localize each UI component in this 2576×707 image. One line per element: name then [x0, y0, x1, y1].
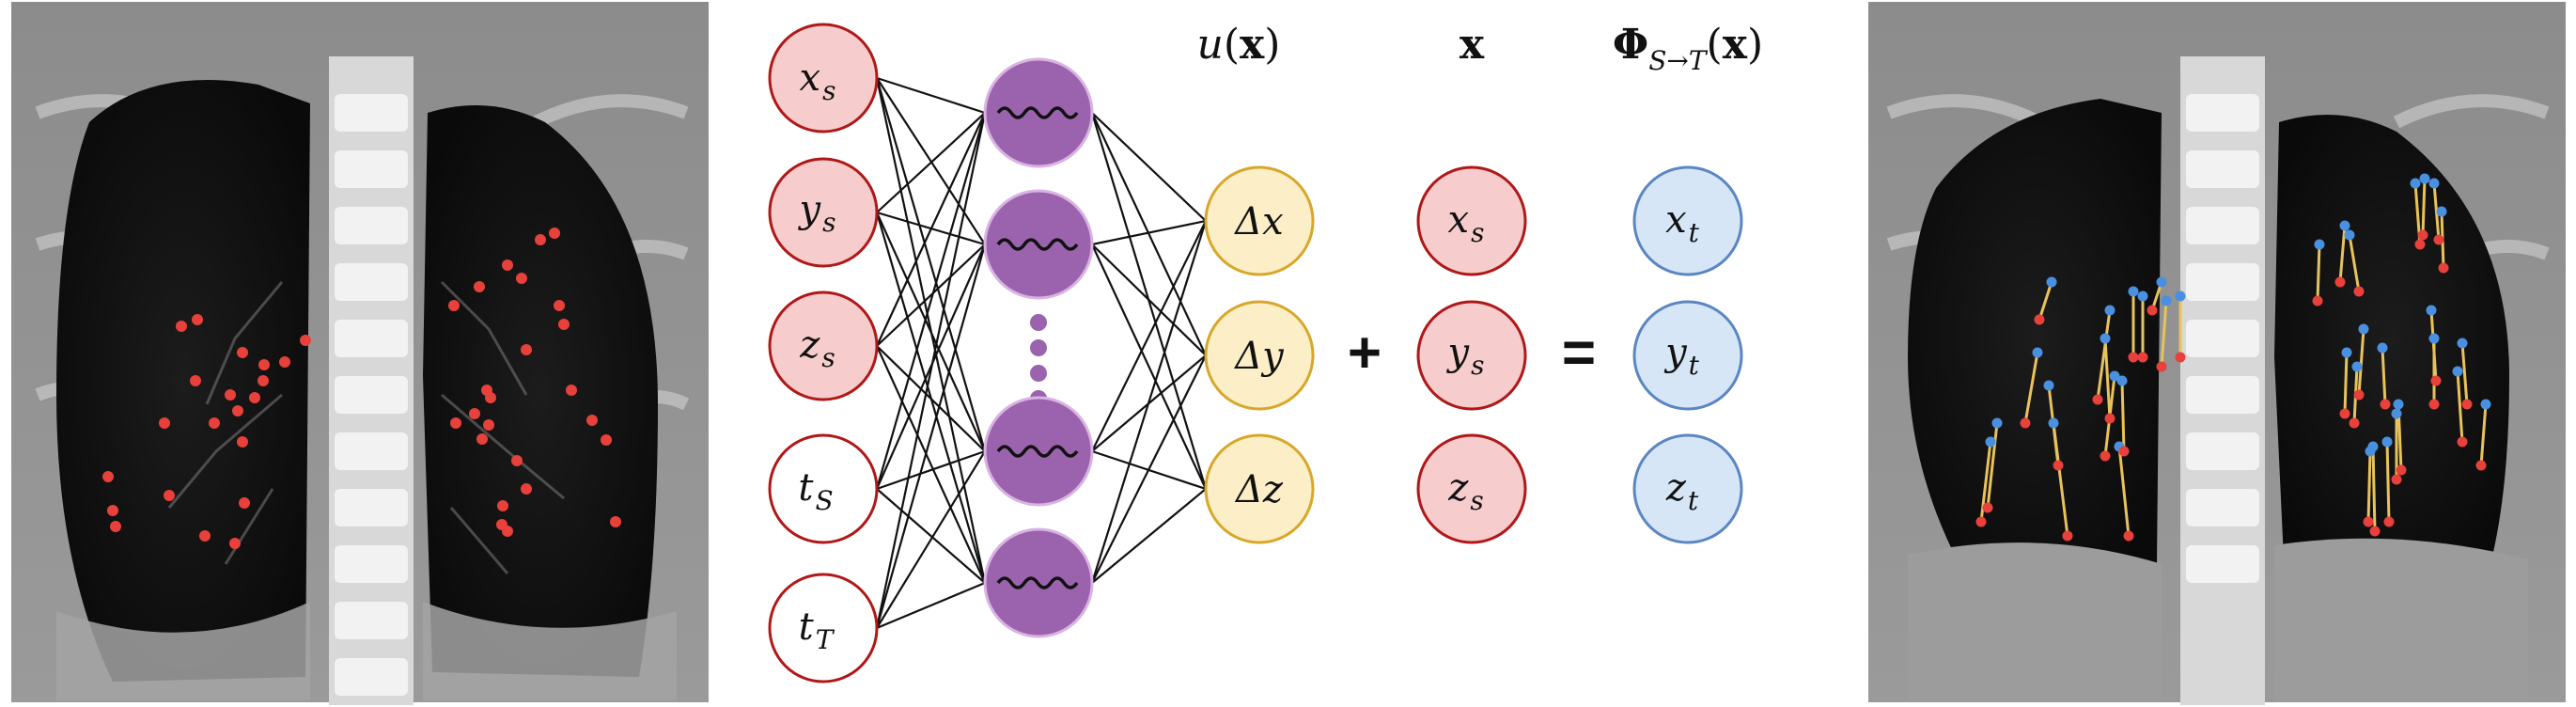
svg-text:Δy: Δy [1233, 335, 1285, 378]
source-landmarks [102, 228, 621, 549]
left-lung-target [2274, 115, 2509, 564]
left-lung [423, 105, 658, 677]
svg-text:tS: tS [798, 466, 833, 516]
source-landmarks-target [1975, 229, 2487, 542]
input-layer: xs ys zs tS tT [768, 23, 879, 683]
target-landmarks [1985, 173, 2491, 457]
svg-text:Δz: Δz [1234, 468, 1284, 511]
target-layer: xt yt zt [1632, 165, 1743, 544]
svg-text:xs: xs [1448, 198, 1485, 248]
header-x: x [1460, 21, 1485, 69]
hidden-node-4 [983, 527, 1094, 638]
output-node-dy: Δy [1204, 300, 1315, 411]
hidden-node-1 [983, 57, 1094, 168]
equals-operator: = [1562, 321, 1596, 385]
hidden-output-connections [1090, 112, 1208, 584]
input-node-zs: zs [768, 291, 879, 401]
input-node-tS: tS [768, 433, 879, 544]
plus-operator: + [1348, 321, 1382, 385]
svg-text:zs: zs [1447, 466, 1483, 516]
input-node-ys: ys [768, 157, 879, 268]
svg-text:zs: zs [799, 323, 835, 373]
source-point-layer: xs ys zs [1416, 165, 1527, 544]
target-node-xt: xt [1632, 165, 1743, 276]
input-node-tT: tT [768, 573, 879, 683]
input-hidden-connections [875, 76, 987, 630]
svg-text:yt: yt [1663, 331, 1700, 381]
header-phi: ΦS→T(x) [1613, 21, 1763, 76]
hidden-node-3 [983, 396, 1094, 507]
source-node-xs: xs [1416, 165, 1527, 276]
svg-text:Δx: Δx [1233, 200, 1283, 244]
svg-text:tT: tT [799, 605, 835, 655]
output-node-dx: Δx [1204, 165, 1315, 276]
ct-image-target [1868, 2, 2566, 705]
right-lung [56, 80, 310, 682]
output-node-dz: Δz [1204, 433, 1315, 544]
ct-image-source [11, 2, 709, 705]
hidden-node-2 [983, 189, 1094, 300]
svg-text:zt: zt [1665, 466, 1699, 516]
right-lung-target [1908, 99, 2162, 573]
network-diagram: xs ys zs tS tT [768, 21, 1763, 683]
target-node-yt: yt [1632, 300, 1743, 411]
input-node-xs: xs [768, 23, 879, 134]
hidden-layer [983, 57, 1094, 638]
svg-text:ys: ys [1446, 331, 1485, 381]
svg-text:xt: xt [1665, 198, 1700, 248]
source-node-zs: zs [1416, 433, 1527, 544]
spine-target [2180, 56, 2265, 705]
svg-text:ys: ys [798, 188, 836, 238]
target-node-zt: zt [1632, 433, 1743, 544]
hidden-ellipsis-dots [1030, 314, 1047, 407]
source-node-ys: ys [1416, 300, 1527, 411]
svg-text:xs: xs [800, 56, 836, 106]
displacement-arrows [1979, 178, 2488, 537]
output-layer: Δx Δy Δz [1204, 165, 1315, 544]
spine [329, 56, 414, 705]
header-u-of-x: u(x) [1197, 21, 1281, 69]
